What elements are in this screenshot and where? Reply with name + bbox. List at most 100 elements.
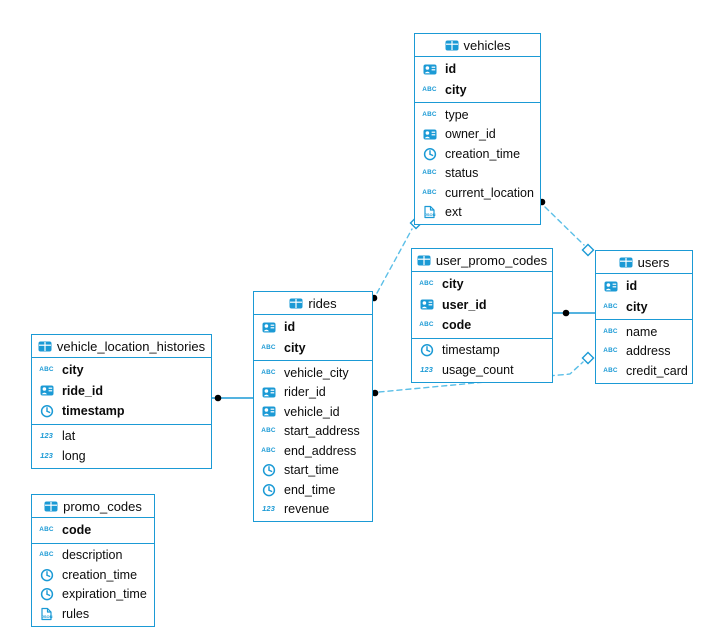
field-row[interactable]: end_time [254,480,372,500]
number-type-icon: 123 [262,504,275,514]
many-end-dot-icon [371,389,379,397]
table-icon [445,40,459,51]
table-header[interactable]: vehicles [415,34,540,57]
field-row[interactable]: owner_id [415,125,540,145]
table-header[interactable]: users [596,251,692,274]
field-row[interactable]: rider_id [254,383,372,403]
id-icon [259,406,278,417]
relationship-line[interactable] [544,206,585,246]
text-type-icon: ABC [422,188,437,196]
field-row[interactable]: creation_time [32,565,154,585]
field-row[interactable]: ABC vehicle_city [254,363,372,383]
field-row[interactable]: id [415,59,540,80]
field-name: end_address [284,443,357,458]
field-row[interactable]: expiration_time [32,585,154,605]
field-name: id [626,279,638,293]
field-row[interactable]: ABC address [596,342,692,362]
field-name: code [442,318,472,332]
text-type-icon: ABC [603,347,618,355]
field-row[interactable]: creation_time [415,144,540,164]
table-header[interactable]: promo_codes [32,495,154,518]
relationship-user-promo-codes-users[interactable] [553,309,595,317]
field-name: city [442,277,464,291]
svg-text:JSON: JSON [42,614,53,619]
text-type-icon: ABC [39,526,54,534]
relationship-vehicle-location-histories-rides[interactable] [212,394,253,402]
field-name: vehicle_city [284,365,349,380]
field-row[interactable]: user_id [412,295,552,316]
id-icon [259,322,278,333]
field-row[interactable]: vehicle_id [254,402,372,422]
field-row[interactable]: id [254,317,372,338]
table-icon [44,501,58,512]
field-name: rider_id [284,385,326,399]
clock-icon [37,404,56,418]
clock-icon [259,463,278,477]
table-header[interactable]: vehicle_location_histories [32,335,211,358]
text-type-icon: ABC [261,446,276,454]
table-icon [417,255,431,266]
text-type-icon: ABC [261,368,276,376]
table-name: vehicles [463,37,511,53]
one-end-diamond-icon [581,243,595,257]
field-name: creation_time [445,146,521,161]
table-name: users [637,254,670,270]
field-row[interactable]: id [596,276,692,297]
table-name: user_promo_codes [435,252,548,268]
field-name: ext [445,205,462,219]
field-row[interactable]: timestamp [412,341,552,361]
field-name: description [62,548,123,562]
relationship-line[interactable] [376,228,413,294]
table-header[interactable]: user_promo_codes [412,249,552,272]
field-name: creation_time [62,567,138,582]
field-name: start_time [284,463,339,477]
text-type-icon: ABC [422,169,437,177]
number-type-icon: 123 [40,431,53,441]
field-name: owner_id [445,127,496,141]
field-row[interactable]: ride_id [32,381,211,402]
relationship-vehicles-users[interactable] [538,198,595,257]
field-row[interactable]: timestamp [32,401,211,422]
field-name: address [626,344,671,358]
table-header[interactable]: rides [254,292,372,315]
field-name: user_id [442,297,487,312]
field-name: id [284,320,296,334]
field-name: long [62,448,86,463]
field-name: name [626,324,658,339]
field-name: ride_id [62,383,103,398]
clock-icon [259,483,278,497]
field-row[interactable]: start_time [254,461,372,481]
field-row[interactable]: ABC end_address [254,441,372,461]
relationship-line[interactable] [378,361,584,393]
relationship-rides-users[interactable] [371,351,595,397]
